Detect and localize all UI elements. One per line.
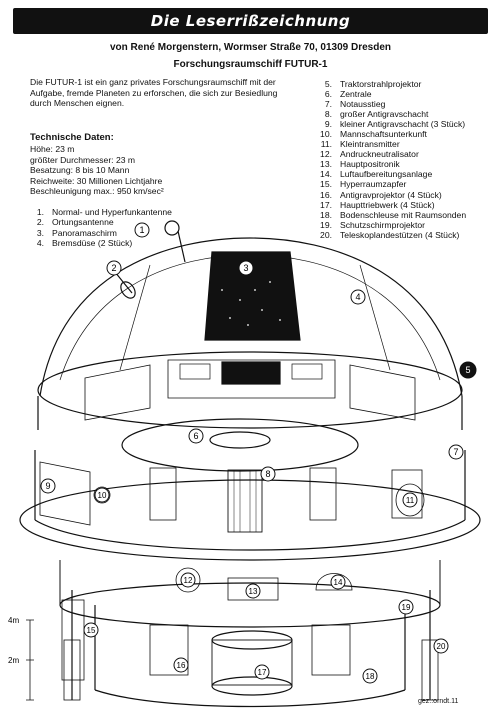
legend-item: 5.Traktorstrahlprojektor <box>324 79 422 89</box>
tech-line-height: Höhe: 23 m <box>30 144 75 154</box>
legend-item: 16.Antigravprojektor (4 Stück) <box>320 189 442 200</box>
legend-item: 3.Panoramaschirm <box>36 227 117 238</box>
tech-line-crew: Besatzung: 8 bis 10 Mann <box>30 165 130 176</box>
svg-text:20: 20 <box>437 642 446 651</box>
legend-item: 11.Kleintransmitter <box>320 139 400 150</box>
legend-item: 15.Hyperraumzapfer <box>320 179 407 190</box>
callout-labels: 1 2 3 4 5 6 7 8 9 10 11 12 13 14 15 16 1… <box>40 222 477 684</box>
svg-text:12: 12 <box>184 576 193 585</box>
legend-item: 7.Notausstieg <box>324 99 386 110</box>
legend-item: 19.Schutzschirmprojektor <box>320 219 426 230</box>
legend-left: 1.Normal- und Hyperfunkantenne 2.Ortungs… <box>30 207 172 248</box>
panorama-screen <box>204 251 301 341</box>
svg-text:19: 19 <box>402 603 411 612</box>
legend-item: 18.Bodenschleuse mit Raumsonden <box>320 209 467 220</box>
svg-text:14: 14 <box>334 578 343 587</box>
tech-data-heading: Technische Daten: <box>30 132 114 143</box>
legend-item: 17.Haupttriebwerk (4 Stück) <box>320 199 435 210</box>
legend-item: 20.Teleskoplandestützen (4 Stück) <box>320 229 460 240</box>
legend-item: 6.Zentrale <box>324 89 372 100</box>
svg-text:5: 5 <box>465 365 470 375</box>
svg-text:11: 11 <box>406 496 415 505</box>
svg-text:18: 18 <box>366 672 375 681</box>
legend-item: 4.Bremsdüse (2 Stück) <box>36 237 133 248</box>
title-banner: Die Leserrißzeichnung <box>13 8 488 34</box>
ship-title: Forschungsraumschiff FUTUR-1 <box>173 59 328 70</box>
scale-2m-label: 2m <box>8 656 19 665</box>
legend-item: 9.kleiner Antigravschacht (3 Stück) <box>324 119 466 130</box>
legend-item: 2.Ortungsantenne <box>36 217 114 228</box>
dome-outline <box>39 237 463 397</box>
svg-text:9: 9 <box>45 481 50 491</box>
legend-right: 5.Traktorstrahlprojektor 6.Zentrale 7.No… <box>316 79 466 240</box>
tech-line-range: Reichweite: 30 Millionen Lichtjahre <box>30 175 163 186</box>
svg-text:15: 15 <box>87 626 96 635</box>
legend-item: 14.Luftaufbereitungsanlage <box>320 169 433 180</box>
legend-item: 13.Hauptpositronik <box>320 159 400 170</box>
svg-text:17: 17 <box>258 668 267 677</box>
tech-line-diameter: größter Durchmesser: 23 m <box>30 154 136 165</box>
svg-text:3: 3 <box>243 263 248 273</box>
starfield <box>221 281 281 326</box>
author-line: von René Morgenstern, Wormser Straße 70,… <box>109 42 392 53</box>
legend-item: 8.großer Antigravschacht <box>324 109 429 120</box>
svg-text:10: 10 <box>98 491 107 500</box>
tech-data-list: Höhe: 23 m größter Durchmesser: 23 m Bes… <box>30 144 290 197</box>
svg-text:6: 6 <box>193 431 198 441</box>
legend-item: 10.Mannschaftsunterkunft <box>320 129 427 140</box>
signature: gez.:orndt.11 <box>418 698 459 705</box>
antenna-mast <box>177 230 186 263</box>
svg-text:7: 7 <box>453 447 458 457</box>
legend-item: 1.Normal- und Hyperfunkantenne <box>36 207 172 217</box>
tech-line-acceleration: Beschleunigung max.: 950 km/sec² <box>30 186 164 197</box>
page-title: Die Leserrißzeichnung <box>150 12 351 30</box>
svg-text:4: 4 <box>355 292 360 302</box>
legend-item: 12.Andruckneutralisator <box>320 149 419 160</box>
svg-text:2: 2 <box>111 263 116 273</box>
svg-text:1: 1 <box>139 225 144 235</box>
scale-4m-label: 4m <box>8 616 19 625</box>
intro-paragraph: Die FUTUR-1 ist ein ganz privates Forsch… <box>30 77 278 109</box>
svg-text:8: 8 <box>265 469 270 479</box>
svg-text:16: 16 <box>177 661 186 670</box>
svg-text:13: 13 <box>249 587 258 596</box>
